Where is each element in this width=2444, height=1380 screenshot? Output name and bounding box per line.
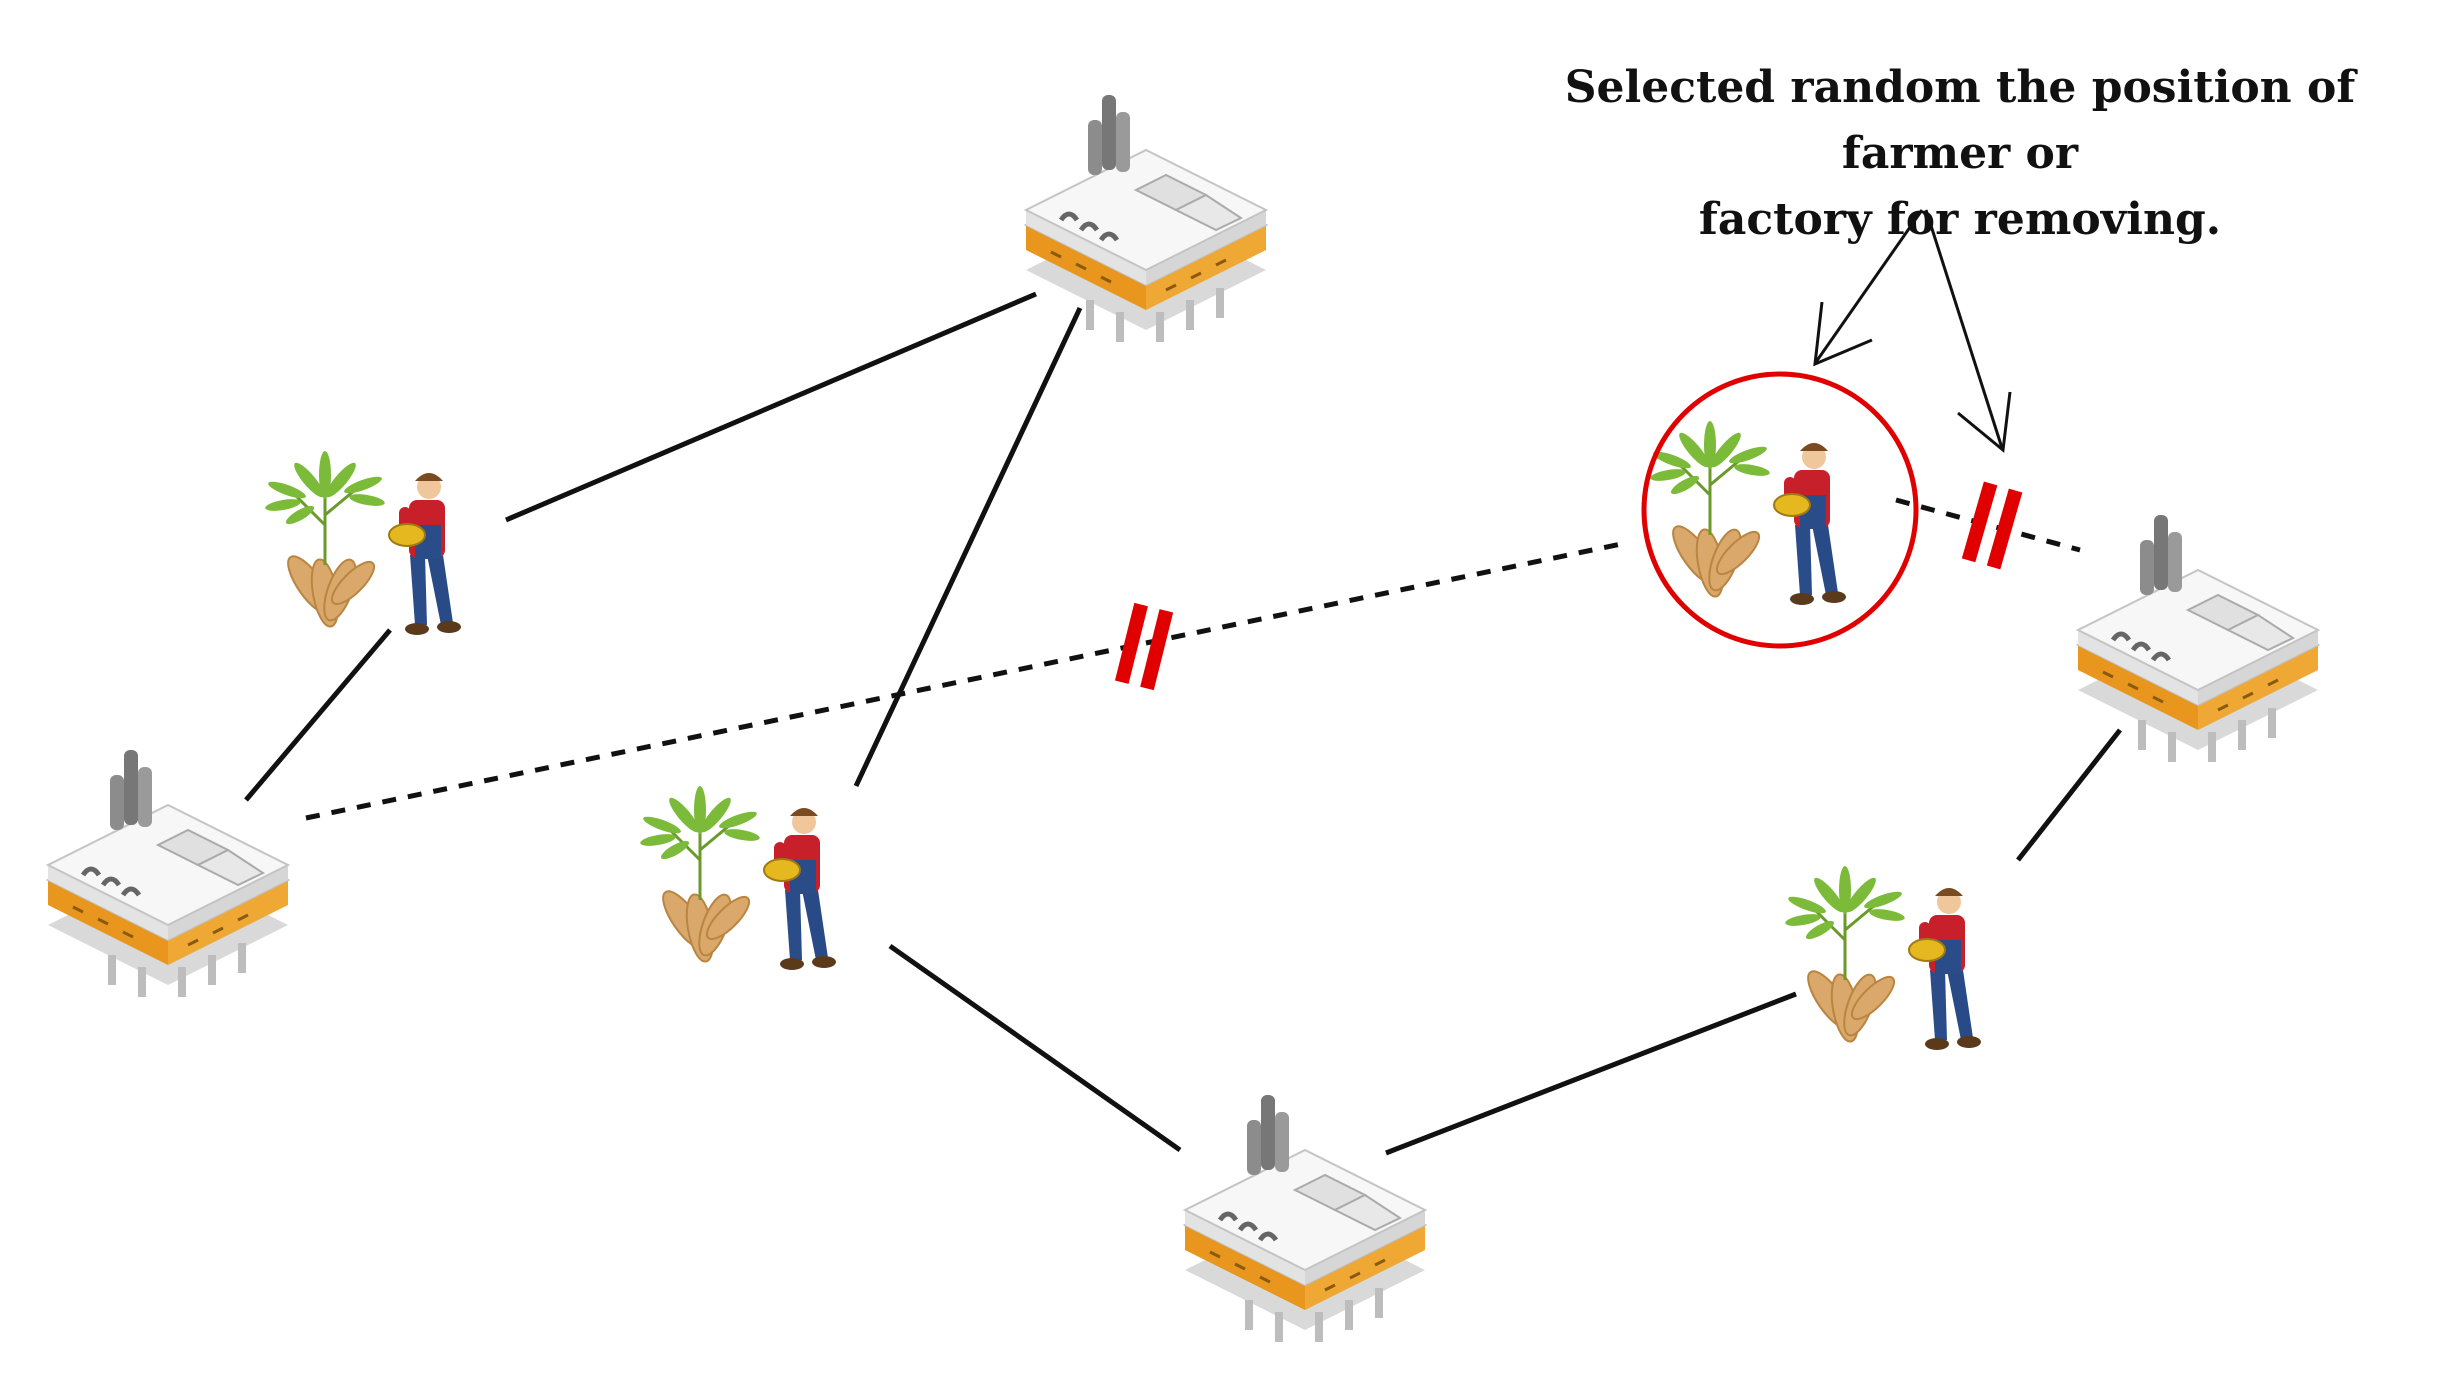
- annotation-text: Selected random the position of farmer o…: [1490, 55, 2430, 253]
- link-factory-top-farmer-center: [853, 306, 1083, 788]
- link-farmer-center-factory-bottom: [888, 943, 1182, 1153]
- annotation-line-1: Selected random the position of farmer o…: [1564, 62, 2356, 179]
- break-mark-icon: [1961, 481, 2023, 570]
- arrow-head-factory-link: [1957, 391, 2012, 453]
- factory-icon: [48, 750, 288, 997]
- factory-icon: [2078, 515, 2318, 762]
- factory-icon: [1185, 1095, 1425, 1342]
- links: [244, 291, 2122, 1156]
- arrow-to-factory-link: [1924, 209, 2004, 449]
- arrow-to-farmer: [1814, 209, 1924, 363]
- farmer-icon: [262, 449, 463, 637]
- link-farmer-bottom-right-factory-right: [2016, 728, 2122, 862]
- annotation-line-2: factory for removing.: [1698, 194, 2222, 245]
- factory-icon: [1026, 95, 1266, 342]
- link-farmer-selected-factory-right: [1895, 497, 2081, 553]
- link-farmer-left-factory-left: [244, 628, 392, 802]
- farmer-icon: [1647, 419, 1848, 607]
- selection-circle: [1641, 371, 1919, 649]
- dashed-links: [305, 497, 2081, 821]
- link-factory-left-farmer-selected: [305, 540, 1627, 821]
- link-farmer-left-factory-top: [505, 291, 1037, 523]
- link-factory-bottom-farmer-bottom-right: [1385, 991, 1797, 1156]
- farmer-icon: [637, 784, 838, 972]
- arrow-head-farmer: [1813, 301, 1873, 367]
- break-mark-icon: [1114, 602, 1174, 691]
- farmer-icon: [1782, 864, 1983, 1052]
- annotation-arrows: [1813, 209, 2012, 453]
